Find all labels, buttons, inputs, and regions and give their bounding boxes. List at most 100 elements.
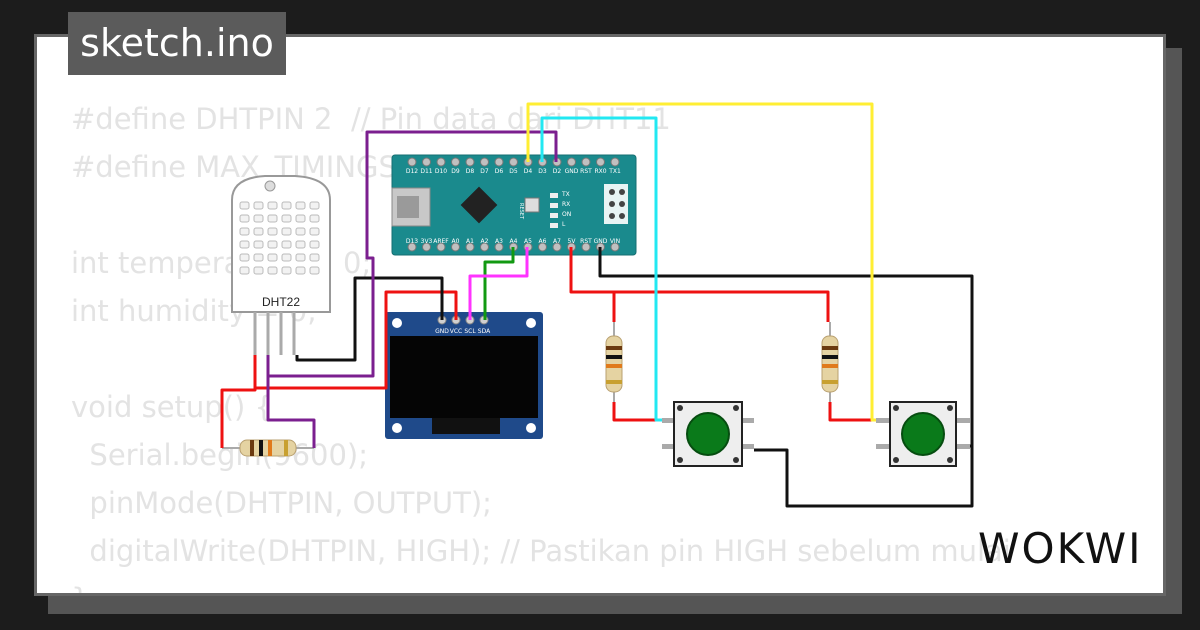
reset-label: RESET — [518, 203, 524, 220]
dht-vent — [267, 201, 278, 210]
wire-green-a4-sda — [483, 247, 515, 320]
nano-pin-label: A0 — [452, 238, 460, 245]
dht-vent — [309, 201, 320, 210]
nano-pin — [538, 242, 547, 252]
nano-pin-label: GND — [565, 168, 579, 175]
nano-pin-label: D11 — [420, 168, 432, 175]
dht-vent — [281, 201, 292, 210]
dht22-sensor: DHT22 — [231, 175, 331, 355]
oled-screen — [390, 336, 538, 418]
code-line: Serial.begin(9600); — [89, 438, 369, 472]
dht-vent — [295, 266, 306, 275]
nano-pin-label: D9 — [451, 168, 460, 175]
dht-vent — [239, 214, 250, 223]
nano-pin — [581, 157, 591, 167]
pushbutton-1 — [662, 401, 754, 467]
dht-vent — [253, 240, 264, 249]
nano-pin — [480, 242, 489, 252]
nano-pin-label: TX1 — [608, 168, 621, 175]
dht-vent — [295, 240, 306, 249]
dht-vent — [295, 214, 306, 223]
wire-cyan-d3 — [540, 116, 662, 422]
nano-pin — [436, 157, 446, 167]
nano-pin — [509, 157, 518, 167]
chip — [460, 186, 498, 224]
nano-pin — [596, 157, 605, 167]
dht-vent — [239, 201, 250, 210]
nano-pin — [610, 242, 620, 252]
code-line: void setup() { — [71, 390, 273, 424]
nano-pin — [422, 157, 431, 167]
nano-pin-label: D8 — [466, 168, 475, 175]
nano-pin-label: A6 — [539, 238, 547, 245]
resistor-dht — [222, 439, 314, 457]
nano-pin-label: D6 — [495, 168, 504, 175]
wire-red-r2-btn2 — [828, 402, 876, 422]
nano-pin-label: D10 — [435, 168, 447, 175]
dht-vent — [309, 253, 320, 262]
code-line: pinMode(DHTPIN, OUTPUT); — [89, 486, 492, 520]
oled-pin-label: SDA — [478, 328, 491, 335]
dht-vent — [253, 201, 264, 210]
nano-pin — [552, 242, 562, 252]
preview-card: #define DHTPIN 2 // Pin data dari DHT11 … — [34, 34, 1166, 596]
nano-pin-label: D3 — [538, 168, 547, 175]
nano-pin — [436, 242, 446, 252]
pushbutton-2 — [876, 401, 970, 467]
nano-side-label: RX — [562, 201, 570, 208]
code-line: } — [71, 582, 89, 593]
dht-vent — [253, 253, 264, 262]
dht-vent — [281, 227, 292, 236]
resistor-button-1 — [605, 322, 623, 402]
nano-pin-label: A7 — [553, 238, 561, 245]
nano-pin-label: D5 — [509, 168, 518, 175]
file-title: sketch.ino — [68, 12, 286, 75]
wire-red-resistor-left — [220, 355, 257, 448]
wire-magenta-a5-scl — [468, 247, 529, 320]
nano-pin — [407, 242, 417, 252]
nano-pin-label: A5 — [524, 238, 532, 245]
dht-vent — [239, 227, 250, 236]
wokwi-logo: WOKWI — [978, 524, 1143, 573]
nano-side-label: TX — [561, 191, 570, 198]
reset-button — [524, 197, 540, 213]
resistor-button-2 — [821, 322, 839, 402]
wire-black-oled-gnd — [295, 276, 444, 362]
dht-label: DHT22 — [262, 295, 300, 309]
oled-pin-label: GND — [435, 328, 449, 335]
dht-vent — [253, 266, 264, 275]
nano-pin-label: VIN — [610, 238, 620, 245]
nano-pin-label: 3V3 — [421, 238, 433, 245]
nano-pin — [465, 242, 475, 252]
oled-pin-label: SCL — [464, 328, 476, 335]
dht-vent — [281, 240, 292, 249]
nano-pin-label: 5V — [568, 238, 577, 245]
nano-pin-label: D7 — [480, 168, 489, 175]
wire-black-gnd — [598, 247, 974, 508]
wire-yellow-d4 — [526, 102, 876, 422]
code-line: digitalWrite(DHTPIN, HIGH); // Pastikan … — [89, 534, 1011, 568]
dht-vent — [267, 253, 278, 262]
nano-pin — [407, 157, 417, 167]
dht-vent — [281, 214, 292, 223]
dht-vent — [295, 253, 306, 262]
nano-pin-label: A4 — [510, 238, 518, 245]
wire-purple-resistor — [266, 376, 316, 448]
dht-vent — [267, 214, 278, 223]
dht-vent — [309, 214, 320, 223]
nano-pin — [567, 157, 576, 167]
dht-vent — [309, 266, 320, 275]
nano-pin — [422, 242, 431, 252]
dht-vent — [281, 266, 292, 275]
nano-pin-label: D4 — [524, 168, 533, 175]
nano-pin-label: GND — [594, 238, 608, 245]
nano-pin-label: D12 — [406, 168, 418, 175]
dht-vent — [253, 227, 264, 236]
wire-purple-d2 — [266, 130, 558, 378]
wire-red-5v — [569, 247, 830, 322]
nano-side-label: ON — [562, 211, 571, 218]
nano-pin — [465, 157, 475, 167]
